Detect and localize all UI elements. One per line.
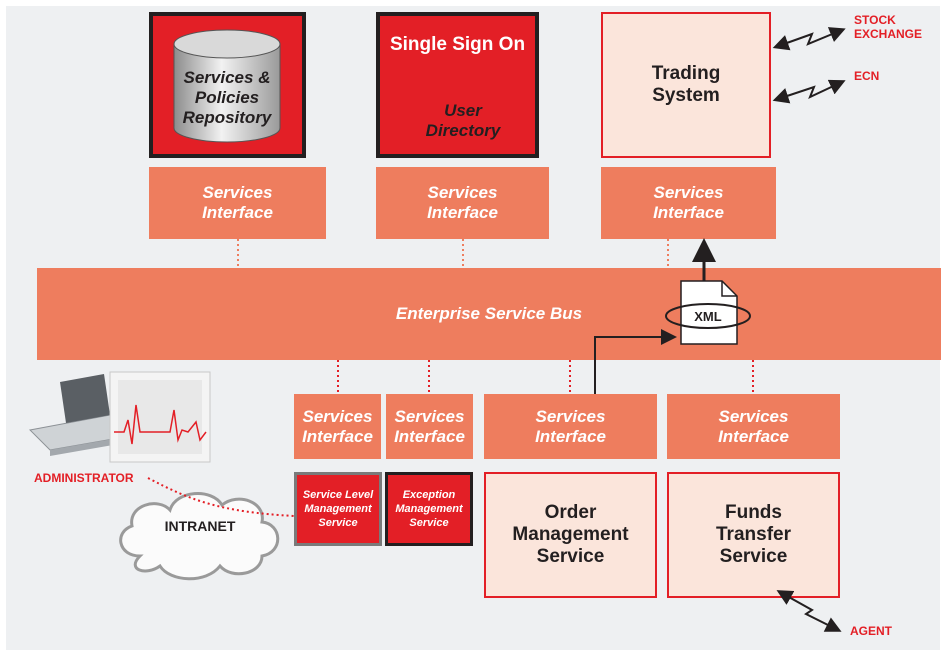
- enterprise-service-bus: Enterprise Service Bus: [37, 268, 941, 360]
- services-interface-slm: Services Interface: [294, 394, 381, 459]
- stock-exchange-arrow: [772, 27, 846, 51]
- intranet-label: INTRANET: [164, 518, 236, 534]
- sso-box: [376, 12, 539, 158]
- services-interface-trading: Services Interface: [601, 167, 776, 239]
- bottom-connectors: [337, 360, 754, 394]
- administrator-label: ADMINISTRATOR: [34, 471, 134, 485]
- user-directory-label: User Directory: [425, 101, 501, 140]
- intranet-cloud-icon: [119, 492, 280, 581]
- exception-management-box: Exception Management Service: [385, 472, 473, 546]
- admin-to-slm-connector: [147, 477, 295, 517]
- agent-arrow: [776, 590, 842, 632]
- laptop-icon: [28, 374, 132, 456]
- xml-document-icon: [665, 280, 751, 345]
- sso-title: Single Sign On: [389, 34, 526, 55]
- services-interface-repository: Services Interface: [149, 167, 326, 239]
- services-interface-funds: Services Interface: [667, 394, 840, 459]
- services-interface-exception: Services Interface: [386, 394, 473, 459]
- order-management-box: Order Management Service: [484, 472, 657, 598]
- order-to-xml-arrow: [594, 329, 677, 394]
- xml-label: XML: [694, 308, 722, 324]
- service-level-management-box: Service Level Management Service: [294, 472, 382, 546]
- top-connectors: [237, 239, 669, 268]
- ecg-monitor-icon: [109, 371, 211, 463]
- ecn-arrow: [772, 79, 846, 104]
- agent-label: AGENT: [850, 624, 892, 638]
- ecn-label: ECN: [854, 69, 880, 83]
- stock-exchange-label: STOCK EXCHANGE: [854, 13, 923, 41]
- funds-transfer-box: Funds Transfer Service: [667, 472, 840, 598]
- services-interface-sso: Services Interface: [376, 167, 549, 239]
- repository-label: Services & Policies Repository: [182, 68, 272, 127]
- trading-system-box: Trading System: [601, 12, 771, 158]
- services-interface-order: Services Interface: [484, 394, 657, 459]
